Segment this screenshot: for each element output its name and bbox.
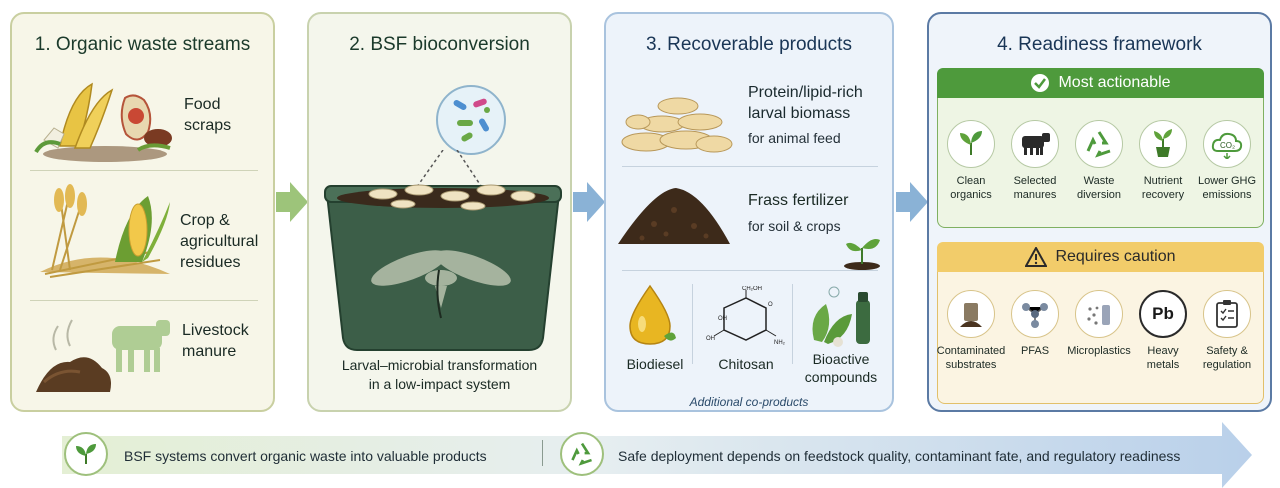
actionable-item-label: Selected manures <box>1013 175 1057 201</box>
recycle-icon <box>1075 120 1123 168</box>
footer-left-text: BSF systems convert organic waste into v… <box>124 448 487 464</box>
actionable-item-label: Lower GHG emissions <box>1197 175 1257 201</box>
actionable-item-selected-manures: Selected manures <box>1003 120 1067 202</box>
caution-item-contaminated-substrates: Contaminated substrates <box>935 290 1007 372</box>
chitosan-label-oh2: OH <box>706 336 715 342</box>
flow-arrow-3 <box>896 182 928 222</box>
divider <box>622 270 878 271</box>
footer-right-text: Safe deployment depends on feedstock qua… <box>618 448 1181 464</box>
chitosan-structure-icon: CH₂OH OH OH NH₂ O <box>706 286 786 346</box>
panel-title-products: 3. Recoverable products <box>646 34 852 55</box>
actionable-label: Most actionable <box>1058 74 1171 91</box>
plant-pot-icon <box>1139 120 1187 168</box>
product-protein-title: Protein/lipid-rich larval biomass <box>748 84 863 122</box>
caution-item-pfas: PFAS <box>1003 290 1067 358</box>
caution-item-heavy-metals: Pb Heavy metals <box>1131 290 1195 372</box>
lead-pb-icon: Pb <box>1139 290 1187 338</box>
panel-title-waste: 1. Organic waste streams <box>34 34 251 55</box>
bioactive-compounds-icon <box>812 286 870 347</box>
flow-arrow-2 <box>573 182 605 222</box>
larval-biomass-illustration <box>621 97 733 153</box>
waste-label-manure: Livestock manure <box>182 322 249 360</box>
molecule-icon <box>1011 290 1059 338</box>
chitosan-label-oh1: OH <box>718 316 727 322</box>
recycle-badge-icon <box>560 432 604 476</box>
co2-cloud-icon: CO₂ <box>1203 120 1251 168</box>
cow-icon <box>1011 120 1059 168</box>
biodiesel-drop-icon <box>629 284 676 345</box>
actionable-item-lower-ghg: CO₂ Lower GHG emissions <box>1195 120 1259 202</box>
actionable-item-waste-diversion: Waste diversion <box>1067 120 1131 202</box>
divider <box>622 166 878 167</box>
microbe-magnifier-icon <box>436 85 506 155</box>
coproducts-caption: Additional co-products <box>689 395 809 409</box>
panel-organic-waste: 1. Organic waste streams Food scraps Cro… <box>10 12 275 412</box>
divider <box>30 170 258 171</box>
vertical-divider <box>792 284 793 364</box>
waste-bin-icon <box>947 290 995 338</box>
leaf-icon <box>947 120 995 168</box>
caution-item-microplastics: Microplastics <box>1067 290 1131 358</box>
microplastics-icon <box>1075 290 1123 338</box>
co2-label: CO₂ <box>1220 141 1235 150</box>
frass-pile-illustration <box>618 188 730 244</box>
vertical-divider <box>692 284 693 364</box>
product-frass-sub: for soil & crops <box>748 218 841 234</box>
clipboard-checklist-icon <box>1203 290 1251 338</box>
caution-item-label: Safety & regulation <box>1202 345 1252 371</box>
product-protein-sub: for animal feed <box>748 130 841 146</box>
chitosan-label-ch2oh: CH₂OH <box>742 286 762 292</box>
caution-item-safety-regulation: Safety & regulation <box>1195 290 1259 372</box>
divider <box>30 300 258 301</box>
food-scraps-illustration <box>34 82 172 162</box>
product-frass-title: Frass fertilizer <box>748 192 849 209</box>
actionable-item-label: Nutrient recovery <box>1141 175 1185 201</box>
bsf-caption: Larval–microbial transformation in a low… <box>341 357 538 392</box>
panel-title-readiness: 4. Readiness framework <box>997 34 1202 55</box>
actionable-item-label: Waste diversion <box>1076 175 1122 201</box>
check-circle-icon <box>1031 74 1050 92</box>
warning-icon <box>1025 247 1048 267</box>
caution-label: Requires caution <box>1055 248 1176 265</box>
panel-recoverable-products: 3. Recoverable products Protein/lipid-ri… <box>604 12 894 412</box>
actionable-item-clean-organics: Clean organics <box>939 120 1003 202</box>
coproduct-chitosan: Chitosan <box>718 356 774 372</box>
caution-item-label: Microplastics <box>1067 345 1131 357</box>
actionable-item-label: Clean organics <box>950 175 992 201</box>
waste-label-food: Food scraps <box>184 96 232 134</box>
panel-title-bsf: 2. BSF bioconversion <box>349 34 530 55</box>
larvae-bin-illustration <box>324 184 562 351</box>
chitosan-label-o: O <box>768 302 773 308</box>
flow-arrow-1 <box>276 182 308 222</box>
coproduct-biodiesel: Biodiesel <box>626 356 684 372</box>
livestock-manure-illustration <box>36 319 170 392</box>
summary-arrow-bar <box>62 422 1252 488</box>
caution-banner: Requires caution <box>937 242 1264 272</box>
crop-residues-illustration <box>40 184 170 278</box>
caution-item-label: Heavy metals <box>1146 345 1180 371</box>
coproduct-bioactive: Bioactive compounds <box>804 351 878 385</box>
actionable-banner: Most actionable <box>937 68 1264 98</box>
seedling-icon <box>844 239 880 270</box>
footer-divider <box>542 440 543 466</box>
leaf-badge-icon <box>64 432 108 476</box>
caution-item-label: PFAS <box>1020 345 1050 357</box>
panel-readiness-framework: 4. Readiness framework Most actionable C… <box>927 12 1272 412</box>
panel-bsf-bioconversion: 2. BSF bioconversion Larval–microbia <box>307 12 572 412</box>
caution-item-label: Contaminated substrates <box>936 345 1006 371</box>
pb-label: Pb <box>1152 304 1174 323</box>
actionable-item-nutrient-recovery: Nutrient recovery <box>1131 120 1195 202</box>
waste-label-crop: Crop & agricultural residues <box>180 212 259 271</box>
chitosan-label-nh2: NH₂ <box>774 340 786 346</box>
